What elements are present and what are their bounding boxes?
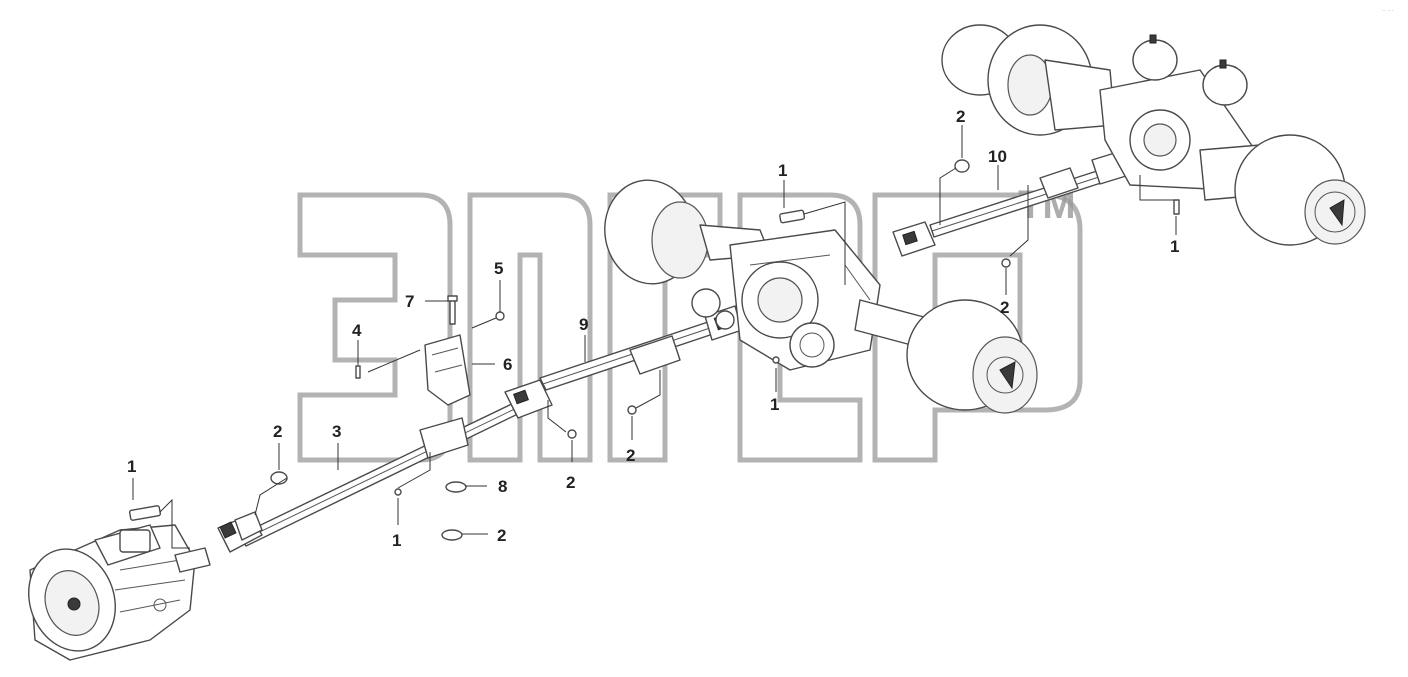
callout-2-lower-nut: 2 <box>497 526 506 545</box>
callout-2-inter-axle-nut: 2 <box>1000 298 1009 317</box>
callout-2-front-nut: 2 <box>273 422 282 441</box>
callout-3-front-shaft: 3 <box>332 422 341 441</box>
center-bearing-bracket <box>419 295 471 459</box>
leader-lines <box>132 125 1177 549</box>
front-drive-axle <box>604 179 1038 414</box>
callout-2-ujoint-nut: 2 <box>566 473 575 492</box>
callout-1-rear-axle-bolt: 1 <box>1170 237 1179 256</box>
callout-10-inter-axle-shaft: 10 <box>988 147 1007 166</box>
callout-2-rear-nut: 2 <box>956 107 965 126</box>
callout-7-bracket-stud: 7 <box>405 292 414 311</box>
callout-1-transmission-bolt: 1 <box>127 457 136 476</box>
callout-6-center-bracket: 6 <box>503 355 512 374</box>
callout-8-washer: 8 <box>498 477 507 496</box>
inter-axle-shaft <box>892 151 1127 257</box>
callout-4-bracket-bolt: 4 <box>352 321 362 340</box>
callout-5-bracket-nut: 5 <box>494 259 503 278</box>
hardware <box>128 159 1180 541</box>
transmission <box>28 524 211 661</box>
callouts: 1 2 3 4 5 6 7 8 2 1 9 2 2 1 1 2 10 2 1 <box>127 107 1179 550</box>
callout-9-intermediate-shaft: 9 <box>579 315 588 334</box>
corner-mark: ·· ··· <box>1382 8 1394 14</box>
rear-drive-axle <box>941 24 1366 246</box>
callout-1-bearing-bolt: 1 <box>392 531 401 550</box>
front-drive-shaft <box>217 399 527 553</box>
callout-1-axle-bolt-lower: 1 <box>770 395 779 414</box>
callout-1-axle-bolt: 1 <box>778 161 787 180</box>
callout-2-flange-nut: 2 <box>626 446 635 465</box>
